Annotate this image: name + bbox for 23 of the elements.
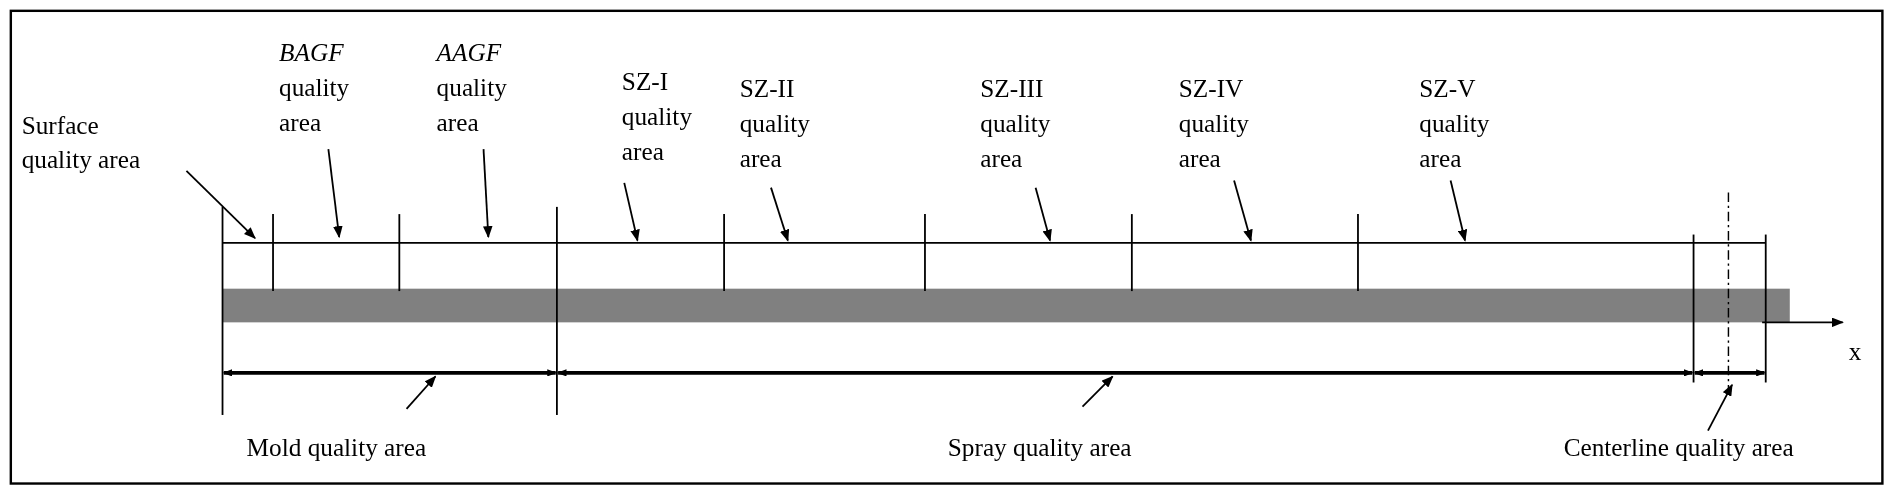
leader-arrow: [327, 148, 343, 239]
area-label: SZ-IV quality area: [1178, 72, 1281, 177]
leader-arrow: [482, 148, 493, 239]
area-label: Mold quality area: [246, 430, 427, 466]
leader-arrow: [405, 375, 437, 410]
area-label: Spray quality area: [947, 430, 1132, 466]
area-label: SZ-V quality area: [1419, 72, 1522, 177]
leader-arrow: [623, 181, 640, 242]
area-label: SZ-III quality area: [980, 72, 1083, 177]
axis-label: x: [1848, 335, 1862, 368]
leader-arrow: [1707, 383, 1733, 432]
area-label: SZ-II quality area: [739, 72, 842, 177]
area-label: Centerline quality area: [1563, 430, 1794, 466]
leader-arrow: [1034, 186, 1052, 242]
area-label: Surface quality area: [21, 108, 172, 178]
leader-arrow: [1449, 179, 1468, 242]
area-label: AAGF quality area: [436, 36, 539, 141]
area-label: BAGF quality area: [279, 36, 382, 141]
area-label: SZ-I quality area: [621, 64, 719, 170]
leader-arrow: [770, 186, 790, 242]
leader-arrow: [185, 169, 256, 240]
leader-arrow: [1081, 375, 1114, 408]
leader-arrow: [1233, 179, 1253, 242]
